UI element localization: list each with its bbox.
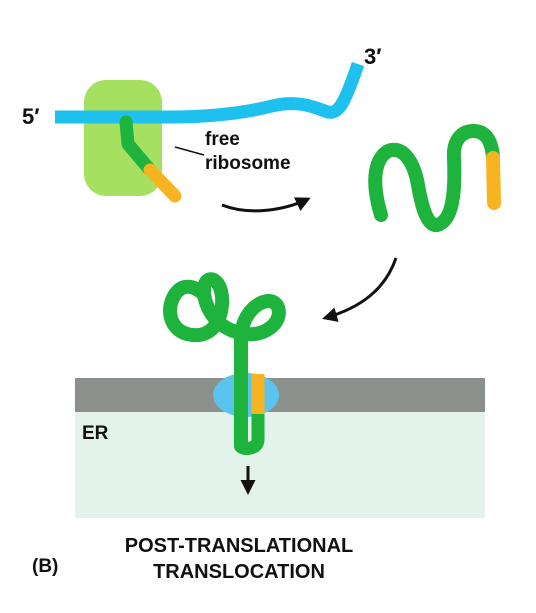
caption-line1: POST-TRANSLATIONAL	[124, 535, 354, 557]
caption: POST-TRANSLATIONAL TRANSLOCATION	[115, 533, 363, 585]
panel-label: (B)	[32, 556, 59, 577]
er-label: ER	[82, 423, 109, 444]
mrna-strand	[55, 61, 365, 124]
free-ribosome-label-line1: free	[205, 129, 240, 150]
signal-sequence-link	[234, 414, 265, 455]
nascent-signal-sequence	[143, 163, 182, 203]
nascent-polypeptide	[119, 115, 157, 177]
free-ribosome-label-line2: ribosome	[205, 153, 291, 174]
ribosome-pointer-line	[174, 146, 205, 156]
free-polypeptide	[368, 124, 500, 232]
translocating-polypeptide	[163, 272, 286, 453]
free-signal-sequence	[486, 151, 501, 210]
targeting-arrow	[322, 257, 398, 322]
caption-line2: TRANSLOCATION	[153, 561, 325, 583]
three-prime-label: 3′	[364, 44, 382, 69]
er-lumen	[75, 410, 485, 518]
free-ribosome-label: free ribosome	[205, 128, 291, 176]
er-membrane	[75, 378, 485, 412]
release-arrow	[221, 197, 311, 213]
five-prime-label: 5′	[22, 104, 40, 129]
